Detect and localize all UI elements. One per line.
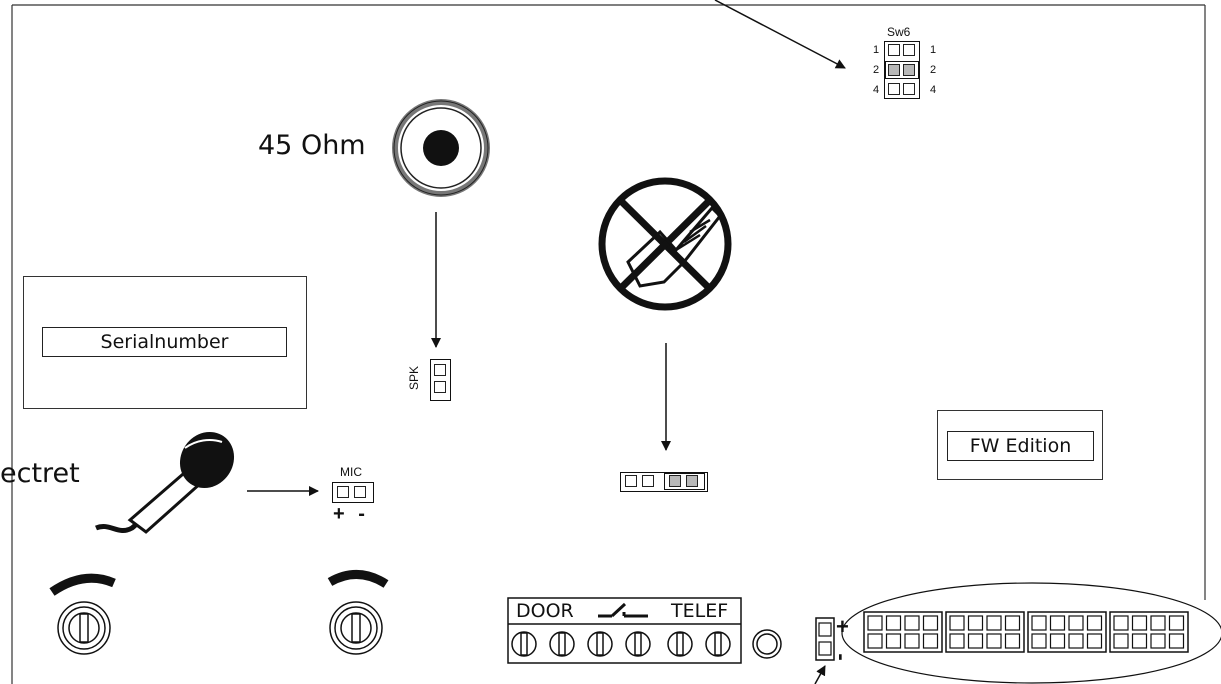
potentiometer-icon — [49, 573, 116, 655]
connector-pin — [1049, 633, 1066, 649]
power-connector — [815, 617, 835, 661]
connector-pin — [1113, 633, 1129, 649]
terminal-screws — [511, 631, 731, 657]
spk-pin — [434, 381, 446, 393]
power-minus-label: - — [829, 653, 855, 661]
spk-pin — [434, 364, 446, 376]
connector-pin — [922, 615, 939, 631]
sw6-right-value: 4 — [930, 84, 937, 96]
sw6-left-value: 2 — [873, 64, 880, 76]
connector-pin — [1131, 633, 1148, 649]
terminal-block — [507, 597, 742, 664]
round-button — [752, 629, 782, 659]
connector-pin — [1150, 633, 1166, 649]
connector-pin — [1168, 615, 1185, 631]
connector-pin — [904, 633, 920, 649]
connector-pin — [1049, 615, 1066, 631]
sw6-cell-closed — [903, 64, 915, 76]
connector-highlight-ellipse — [841, 582, 1221, 684]
connector-pin — [949, 633, 965, 649]
jumper-pin — [642, 475, 654, 487]
power-plus-label: + — [836, 614, 849, 639]
microphone-icon — [95, 431, 235, 534]
sw6-cell — [888, 44, 900, 56]
relay-contact-icon — [598, 602, 648, 618]
sw6-cell — [888, 83, 900, 95]
spk-label: SPK — [407, 365, 421, 390]
mic-pin — [354, 486, 366, 498]
jumper-pin-closed — [686, 475, 698, 487]
connector-pin — [1086, 615, 1103, 631]
connector-pin — [1086, 633, 1103, 649]
jumper-pin-closed — [669, 475, 681, 487]
speaker-icon — [392, 99, 490, 197]
connector-pin — [1168, 633, 1185, 649]
connector-pin — [986, 633, 1002, 649]
jumper-cap — [664, 473, 705, 490]
connector-row — [863, 611, 1189, 653]
sw6-left-value: 1 — [873, 44, 880, 56]
serial-number-field: Serialnumber — [42, 327, 287, 357]
arrow-to-sw6 — [714, 0, 846, 69]
connector-pin — [967, 633, 984, 649]
connector-pin — [885, 633, 902, 649]
sw6-right-value: 1 — [930, 44, 937, 56]
sw6-cell — [903, 83, 915, 95]
board-outline — [11, 4, 1206, 684]
terminal-door-label: DOOR — [516, 600, 574, 622]
mic-pin — [337, 486, 349, 498]
microphone-type-label: ectret — [0, 458, 80, 489]
connector-pin — [1004, 633, 1021, 649]
connector-pin — [1068, 633, 1084, 649]
connector-pin — [1131, 615, 1148, 631]
connector-pin — [885, 615, 902, 631]
connector-pin — [922, 633, 939, 649]
sw6-cell — [903, 44, 915, 56]
connector-pin — [1031, 633, 1047, 649]
sw6-left-value: 4 — [873, 84, 880, 96]
connector-pin — [867, 615, 883, 631]
mic-polarity-label: + - — [333, 503, 369, 525]
connector-pin — [1004, 615, 1021, 631]
sw6-row-active — [885, 61, 919, 79]
potentiometer-icon — [327, 570, 389, 655]
connector-pin — [1150, 615, 1166, 631]
no-touch-hand-icon — [598, 177, 732, 311]
sw6-cell-closed — [888, 64, 900, 76]
connector-pin — [967, 615, 984, 631]
speaker-impedance-label: 45 Ohm — [258, 130, 366, 161]
connector-pin — [904, 615, 920, 631]
connector-pin — [949, 615, 965, 631]
arrow-to-power — [814, 665, 826, 684]
sw6-right-value: 2 — [930, 64, 937, 76]
connector-pin — [1031, 615, 1047, 631]
firmware-edition-field: FW Edition — [947, 431, 1094, 461]
connector-pin — [867, 633, 883, 649]
connector-pin — [986, 615, 1002, 631]
mic-label: MIC — [340, 465, 362, 479]
connector-pin — [1113, 615, 1129, 631]
terminal-telef-label: TELEF — [671, 600, 729, 622]
jumper-pin — [625, 475, 637, 487]
sw6-label: Sw6 — [887, 25, 911, 39]
connector-pin — [1068, 615, 1084, 631]
